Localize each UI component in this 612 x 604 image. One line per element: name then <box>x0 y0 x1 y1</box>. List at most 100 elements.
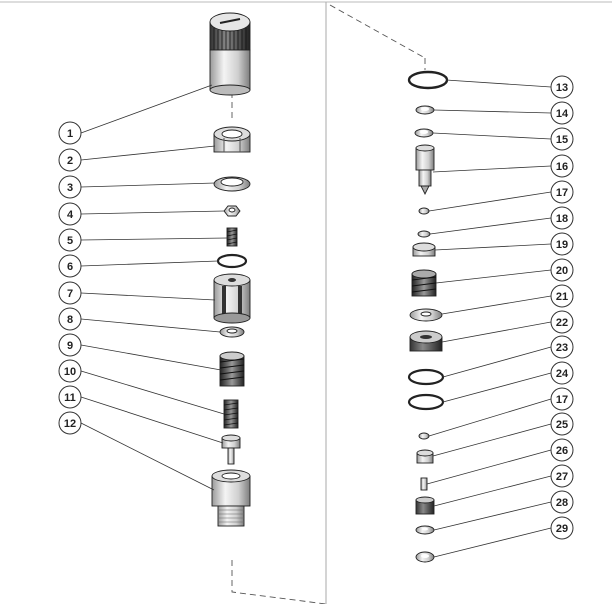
part-o-ring-24 <box>407 393 445 411</box>
callout-9: 9 <box>58 333 82 357</box>
callout-12: 12 <box>58 411 82 435</box>
callout-28: 28 <box>550 490 574 514</box>
callout-13: 13 <box>550 75 574 99</box>
right-assembly-axis <box>329 4 426 59</box>
callout-2: 2 <box>58 148 82 172</box>
callout-number: 20 <box>556 265 568 277</box>
callout-16: 16 <box>550 154 574 178</box>
callout-number: 3 <box>67 182 73 194</box>
callout-6: 6 <box>58 254 82 278</box>
part-ball-17-top <box>418 207 430 215</box>
part-o-ring <box>216 253 248 269</box>
callout-27: 27 <box>550 464 574 488</box>
callout-leader <box>80 292 216 301</box>
callout-20: 20 <box>550 258 574 282</box>
part-fitting <box>211 469 251 527</box>
callout-bubble <box>58 411 82 435</box>
part-spring-20 <box>411 269 437 297</box>
callout-bubble <box>550 101 574 125</box>
callout-10: 10 <box>58 359 82 383</box>
callout-bubble <box>58 202 82 226</box>
callout-number: 28 <box>556 497 568 509</box>
callout-bubble <box>550 127 574 151</box>
part-medium-spring <box>223 399 239 429</box>
callout-number: 11 <box>64 392 76 404</box>
callout-leader <box>442 346 552 378</box>
callout-number: 25 <box>556 419 568 431</box>
callout-number: 21 <box>556 291 568 303</box>
callout-leader <box>434 243 552 251</box>
part-washer-18 <box>417 230 431 238</box>
callout-leader <box>432 132 552 140</box>
part-seal-15 <box>414 128 434 138</box>
callout-number: 19 <box>556 239 568 251</box>
callout-24: 24 <box>550 361 574 385</box>
part-ball-17-bottom <box>418 432 430 440</box>
callout-number: 5 <box>67 235 73 247</box>
callout-number: 22 <box>556 317 568 329</box>
part-seat-22 <box>409 330 443 352</box>
callout-leader <box>426 449 552 485</box>
callout-leader <box>80 210 225 215</box>
callout-leader <box>428 191 552 212</box>
callout-bubble <box>58 254 82 278</box>
callout-number: 7 <box>67 288 73 300</box>
callout-leader <box>428 398 552 437</box>
callout-leader <box>80 396 224 444</box>
callout-8: 8 <box>58 307 82 331</box>
callout-15: 15 <box>550 127 574 151</box>
part-large-o-ring <box>407 70 449 90</box>
part-washer <box>219 326 245 338</box>
callout-23: 23 <box>550 335 574 359</box>
callout-bubble <box>550 206 574 230</box>
callout-leader <box>80 344 222 371</box>
callout-number: 13 <box>556 82 568 94</box>
callout-bubble <box>550 258 574 282</box>
part-guide-19 <box>412 242 436 257</box>
callout-bubble <box>550 464 574 488</box>
part-small-spring <box>226 227 238 247</box>
callout-bubble <box>58 148 82 172</box>
callout-number: 4 <box>67 209 74 221</box>
part-disc-21 <box>409 308 443 322</box>
callout-number: 24 <box>556 368 569 380</box>
callout-bubble <box>58 307 82 331</box>
callout-bubble <box>58 385 82 409</box>
part-poppet-pin <box>221 434 241 465</box>
callout-bubble <box>550 516 574 540</box>
callout-bubble <box>550 310 574 334</box>
callout-leader <box>429 217 552 235</box>
callout-number: 12 <box>64 418 76 430</box>
callout-leader <box>435 269 552 284</box>
callout-17: 17 <box>550 180 574 204</box>
part-cap-25 <box>416 449 434 464</box>
callout-number: 16 <box>556 161 568 173</box>
part-pin-26 <box>420 477 428 491</box>
callout-leader <box>445 79 552 88</box>
callout-17: 17 <box>550 387 574 411</box>
callout-leader <box>441 321 552 343</box>
callout-number: 8 <box>67 314 73 326</box>
callout-leader <box>80 318 221 333</box>
callout-number: 14 <box>556 108 569 120</box>
callout-bubble <box>58 281 82 305</box>
callout-14: 14 <box>550 101 574 125</box>
callout-number: 6 <box>67 261 73 273</box>
callout-25: 25 <box>550 412 574 436</box>
callout-leader <box>80 260 219 267</box>
callout-leader <box>433 109 552 114</box>
part-valve-stem <box>415 144 435 196</box>
callout-11: 11 <box>58 385 82 409</box>
callout-number: 2 <box>67 155 73 167</box>
callout-number: 1 <box>67 128 73 140</box>
callout-number: 29 <box>556 523 568 535</box>
callout-26: 26 <box>550 438 574 462</box>
callout-leader <box>80 422 215 491</box>
callout-number: 17 <box>556 394 568 406</box>
left-assembly-axis <box>231 560 327 604</box>
callout-leader <box>441 295 552 315</box>
callout-22: 22 <box>550 310 574 334</box>
callout-number: 27 <box>556 471 568 483</box>
